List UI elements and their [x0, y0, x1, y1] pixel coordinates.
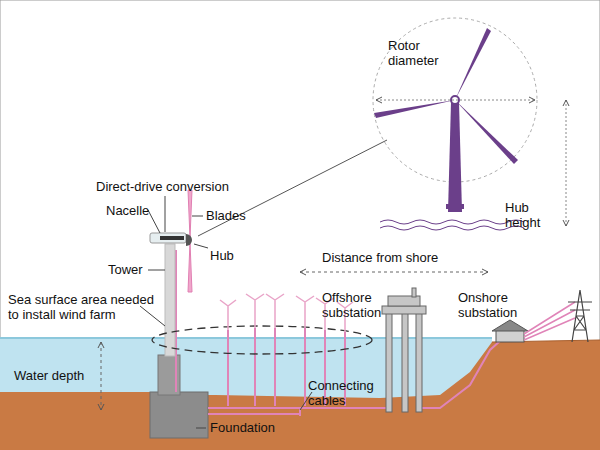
part-label: Distance from shore [322, 250, 438, 265]
area-ellipse [152, 326, 372, 354]
part-label: Connecting cables [308, 378, 378, 408]
part-label: Onshore substation [458, 290, 548, 320]
big-turbine [374, 28, 518, 212]
part-label: Rotor diameter [388, 38, 458, 68]
hub [186, 234, 192, 246]
part-label: Hub [210, 248, 234, 263]
part-label: Direct-drive conversion [96, 179, 229, 194]
part-label: Foundation [210, 420, 275, 435]
seabed [0, 340, 600, 450]
part-label: Offshore substation [322, 290, 382, 320]
part-label: Tower [108, 262, 143, 277]
offshore-substation [382, 288, 426, 412]
foundation [150, 392, 208, 438]
part-label: Water depth [14, 368, 84, 383]
part-label: Nacelle [106, 203, 149, 218]
leader-lines [140, 196, 312, 428]
part-label: Hub height [505, 200, 565, 230]
part-label: Sea surface area needed to install wind … [8, 292, 168, 322]
cable [208, 328, 500, 416]
nacelle [150, 233, 186, 243]
pylon [568, 290, 592, 342]
tower [165, 244, 175, 356]
part-label: Blades [206, 208, 246, 223]
